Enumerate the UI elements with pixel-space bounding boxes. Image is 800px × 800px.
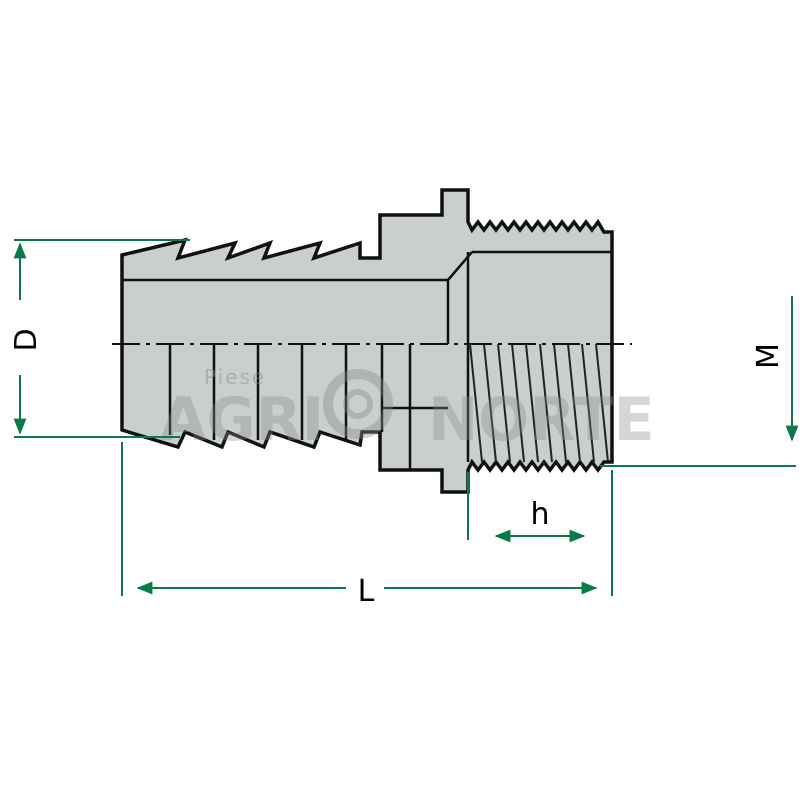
watermark: Piese AGRI NORTE <box>160 365 655 455</box>
barb-rib-lines <box>168 344 448 470</box>
watermark-left-text: AGRI <box>160 385 324 455</box>
dimension-h: h <box>467 472 586 543</box>
label-D: D <box>9 328 44 351</box>
hose-barb-section <box>120 188 614 494</box>
label-L: L <box>358 574 375 609</box>
gear-icon <box>323 369 393 439</box>
watermark-top-text: Piese <box>204 365 266 389</box>
label-M: M <box>751 343 786 369</box>
fitting-body <box>112 188 632 494</box>
watermark-right-text: NORTE <box>428 385 655 455</box>
dimension-L: L <box>121 442 613 609</box>
thread-hatching <box>469 343 609 463</box>
dimension-M: M <box>600 296 799 467</box>
label-h: h <box>530 497 549 532</box>
dimension-D: D <box>9 239 190 438</box>
